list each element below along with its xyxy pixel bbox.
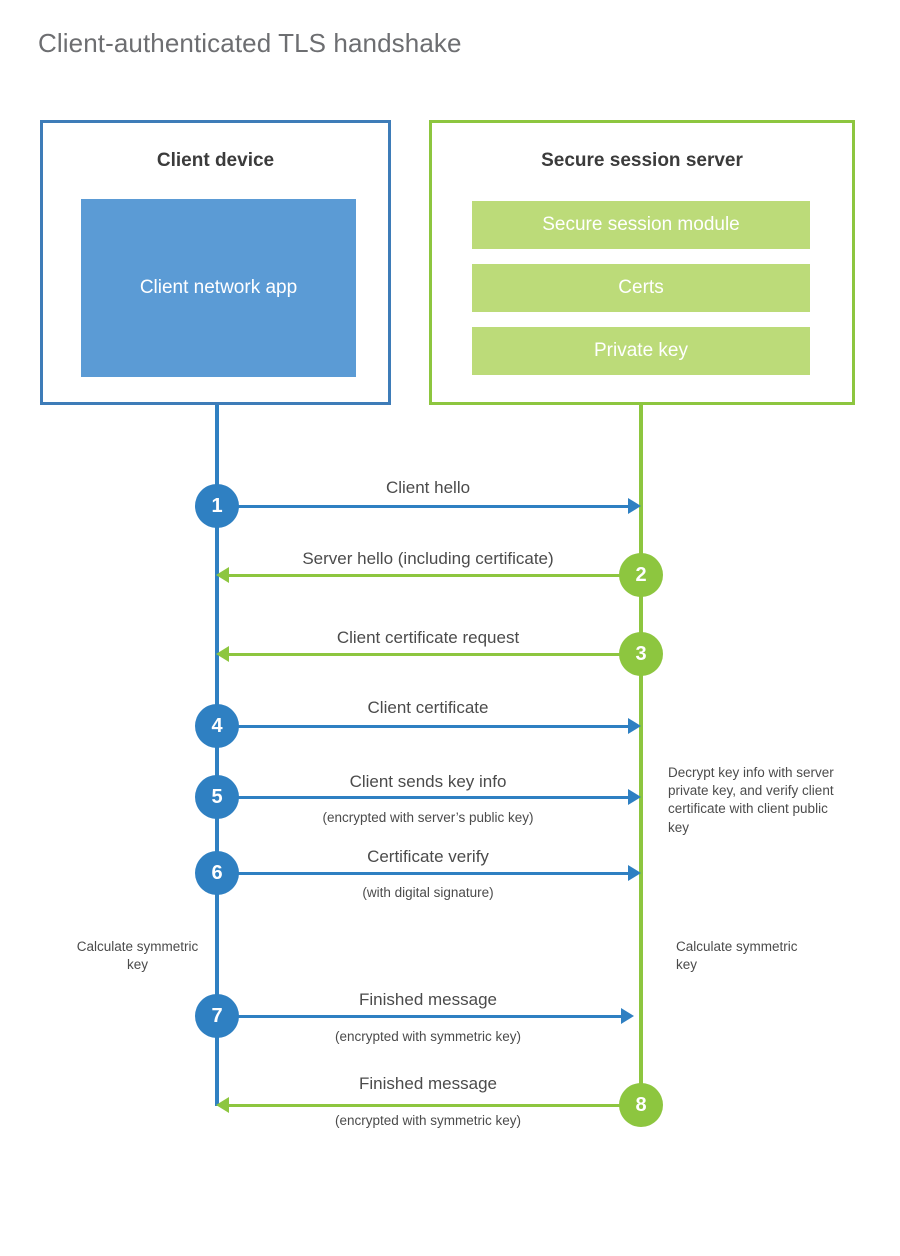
step-2-arrow-head-icon xyxy=(216,567,229,583)
step-4-arrow-head-icon xyxy=(628,718,641,734)
step-3-arrow-line xyxy=(228,653,640,656)
step-3-arrow-head-icon xyxy=(216,646,229,662)
server-component-certs: Certs xyxy=(472,264,810,312)
page-title: Client-authenticated TLS handshake xyxy=(38,28,462,58)
step-5-label: Client sends key info xyxy=(349,772,507,791)
step-1-bubble[interactable]: 1 xyxy=(195,484,239,528)
step-8-sublabel: (encrypted with symmetric key) xyxy=(334,1113,522,1128)
step-8-arrow-line xyxy=(228,1104,640,1107)
step-8-label: Finished message xyxy=(359,1074,497,1093)
step-2-label: Server hello (including certificate) xyxy=(302,549,554,568)
client-network-app-block: Client network app xyxy=(81,199,356,377)
step-4-arrow-line xyxy=(217,725,630,728)
step-1-arrow-line xyxy=(217,505,630,508)
server-decrypt-note: Decrypt key info with server private key… xyxy=(668,765,834,835)
step-7-arrow-head-icon xyxy=(621,1008,634,1024)
step-8-arrow-head-icon xyxy=(216,1097,229,1113)
step-3-label: Client certificate request xyxy=(336,628,520,647)
step-6-label: Certificate verify xyxy=(367,847,489,866)
step-4-bubble[interactable]: 4 xyxy=(195,704,239,748)
step-7-label: Finished message xyxy=(359,990,497,1009)
step-7-bubble[interactable]: 7 xyxy=(195,994,239,1038)
step-5-sublabel: (encrypted with server’s public key) xyxy=(322,810,534,825)
server-component-secure-session-module: Secure session module xyxy=(472,201,810,249)
step-2-bubble[interactable]: 2 xyxy=(619,553,663,597)
server-lifeline xyxy=(639,405,643,1105)
step-6-arrow-head-icon xyxy=(628,865,641,881)
client-calculate-symmetric-key-note: Calculate symmetric key xyxy=(76,939,199,973)
server-component-private-key: Private key xyxy=(472,327,810,375)
step-7-sublabel: (encrypted with symmetric key) xyxy=(334,1029,522,1044)
secure-session-server-box: Secure session server Secure session mod… xyxy=(429,120,855,405)
step-1-arrow-head-icon xyxy=(628,498,641,514)
step-6-arrow-line xyxy=(217,872,630,875)
step-6-sublabel: (with digital signature) xyxy=(362,885,494,900)
step-7-arrow-line xyxy=(217,1015,623,1018)
step-5-bubble[interactable]: 5 xyxy=(195,775,239,819)
step-3-bubble[interactable]: 3 xyxy=(619,632,663,676)
step-8-bubble[interactable]: 8 xyxy=(619,1083,663,1127)
secure-session-server-title: Secure session server xyxy=(541,150,743,171)
client-lifeline xyxy=(215,405,219,1106)
step-4-label: Client certificate xyxy=(367,698,489,717)
step-6-bubble[interactable]: 6 xyxy=(195,851,239,895)
step-2-arrow-line xyxy=(228,574,640,577)
server-calculate-symmetric-key-note: Calculate symmetric key xyxy=(676,939,798,973)
client-device-title: Client device xyxy=(156,150,275,171)
step-5-arrow-line xyxy=(217,796,630,799)
step-5-arrow-head-icon xyxy=(628,789,641,805)
client-device-box: Client device Client network app xyxy=(40,120,391,405)
step-1-label: Client hello xyxy=(385,478,471,497)
